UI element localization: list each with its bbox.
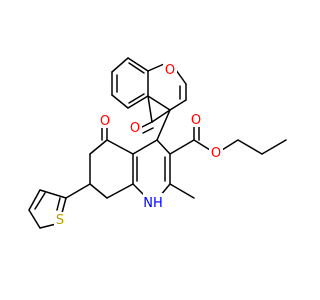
ester-group [169, 125, 287, 155]
pyranone-ring [147, 63, 187, 123]
oxygen-pyranone-label: O [130, 121, 140, 136]
thiophene-ring [28, 183, 91, 229]
sulfur-label: S [56, 213, 64, 228]
molecule-diagram: O O O O O NH S [28, 57, 287, 229]
oxygen-ester-carbonyl-label: O [191, 113, 201, 128]
methyl-bond [169, 183, 195, 199]
ring-link-bond [156, 109, 171, 141]
nh-label: NH [143, 196, 163, 211]
cyclohexenone-ring [89, 127, 134, 199]
chromone-carbonyl [141, 121, 154, 134]
oxygen-ketone-label: O [100, 114, 110, 129]
structure-svg: O O O O O NH S [28, 57, 287, 229]
chromone-benzene-ring [111, 57, 149, 109]
dihydropyridine-ring [132, 139, 171, 197]
oxygen-pyran-label: O [165, 63, 175, 78]
oxygen-ester-ether-label: O [211, 146, 221, 161]
